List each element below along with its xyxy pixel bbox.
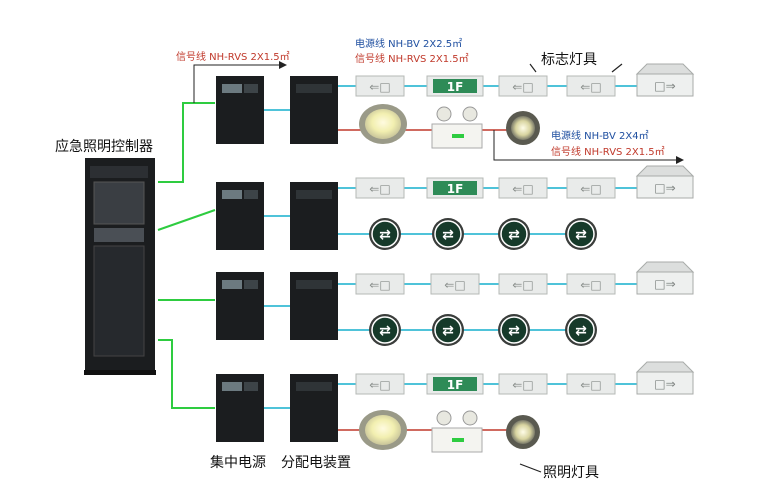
spot-lamp bbox=[506, 415, 540, 449]
signal-lines bbox=[157, 102, 216, 409]
hanging-exit-sign: □⇒ bbox=[635, 361, 695, 395]
distribution-unit bbox=[290, 76, 338, 144]
sign-glyph: ⇐□ bbox=[580, 278, 601, 292]
twin-head-emergency-lamp bbox=[431, 410, 483, 453]
exit-sign-panel: ⇐□ bbox=[566, 273, 616, 295]
arrow-glyph: ⇄ bbox=[575, 227, 587, 243]
sign-glyph: □⇒ bbox=[654, 277, 675, 291]
exit-sign-panel: ⇐□ bbox=[498, 75, 548, 97]
signal-line-row4 bbox=[158, 339, 215, 409]
floor-sign-label: 1F bbox=[447, 80, 464, 94]
central-power-label: 集中电源 bbox=[210, 455, 266, 471]
exit-sign-panel: ⇐□ bbox=[498, 273, 548, 295]
top-signal-cable-label: 信号线 NH-RVS 2X1.5㎡ bbox=[176, 52, 290, 63]
exit-sign-panel: ⇐□ bbox=[566, 75, 616, 97]
sign-glyph: ⇐□ bbox=[512, 378, 533, 392]
hanging-exit-sign: □⇒ bbox=[635, 63, 695, 97]
arrow-glyph: ⇄ bbox=[442, 227, 454, 243]
exit-sign-panel: ⇐□ bbox=[430, 273, 480, 295]
branch-arrow bbox=[493, 130, 684, 164]
arrow-glyph: ⇄ bbox=[575, 323, 587, 339]
controller-cabinet bbox=[84, 158, 156, 375]
sign-glyph: ⇐□ bbox=[512, 182, 533, 196]
exit-sign-panel: ⇐□ bbox=[355, 373, 405, 395]
round-direction-sign: ⇄ bbox=[565, 218, 597, 250]
central-power-unit bbox=[216, 374, 264, 442]
exit-sign-panel: ⇐□ bbox=[498, 177, 548, 199]
round-direction-sign: ⇄ bbox=[432, 314, 464, 346]
distribution-label: 分配电装置 bbox=[281, 455, 351, 471]
hanging-exit-sign: □⇒ bbox=[635, 261, 695, 295]
sign-glyph: ⇐□ bbox=[580, 80, 601, 94]
branch-power-cable-label: 电源线 NH-BV 2X4㎡ bbox=[551, 131, 649, 142]
sign-glyph: □⇒ bbox=[654, 79, 675, 93]
sign-glyph: ⇐□ bbox=[444, 278, 465, 292]
round-direction-sign: ⇄ bbox=[369, 218, 401, 250]
arrow-glyph: ⇄ bbox=[508, 227, 520, 243]
ceiling-lamp bbox=[359, 104, 407, 144]
lamp-fixtures bbox=[359, 104, 540, 453]
hanging-exit-sign: □⇒ bbox=[635, 165, 695, 199]
cabinet-rows bbox=[216, 76, 338, 442]
row1-power-cable-label: 电源线 NH-BV 2X2.5㎡ bbox=[355, 39, 463, 50]
arrow-glyph: ⇄ bbox=[379, 227, 391, 243]
central-power-unit bbox=[216, 272, 264, 340]
spot-lamp bbox=[506, 111, 540, 145]
sign-glyph: ⇐□ bbox=[369, 278, 390, 292]
twin-head-emergency-lamp bbox=[431, 106, 483, 149]
central-power-unit bbox=[216, 76, 264, 144]
floor-sign: 1F bbox=[426, 177, 484, 199]
round-direction-sign: ⇄ bbox=[498, 314, 530, 346]
controller-label: 应急照明控制器 bbox=[55, 139, 153, 155]
arrow-glyph: ⇄ bbox=[442, 323, 454, 339]
sign-glyph: □⇒ bbox=[654, 377, 675, 391]
round-direction-sign: ⇄ bbox=[369, 314, 401, 346]
round-direction-sign: ⇄ bbox=[565, 314, 597, 346]
floor-sign-label: 1F bbox=[447, 378, 464, 392]
floor-sign-label: 1F bbox=[447, 182, 464, 196]
sign-fixtures: ⇐□ 1F ⇐□ ⇐□ □⇒ ⇐□ 1F ⇐□ ⇐□ □⇒ ⇐□ ⇐□ ⇐□ ⇐□ □⇒ ⇐□ 1F ⇐□ ⇐□ □⇒… bbox=[355, 63, 695, 395]
signal-line-row2 bbox=[157, 209, 216, 231]
top-signal-arrow bbox=[193, 61, 287, 103]
distribution-unit bbox=[290, 374, 338, 442]
arrow-glyph: ⇄ bbox=[508, 323, 520, 339]
round-direction-sign: ⇄ bbox=[432, 218, 464, 250]
floor-sign: 1F bbox=[426, 75, 484, 97]
sign-lamps-label: 标志灯具 bbox=[541, 52, 597, 68]
ceiling-lamp bbox=[359, 410, 407, 450]
exit-sign-panel: ⇐□ bbox=[355, 75, 405, 97]
exit-sign-panel: ⇐□ bbox=[566, 373, 616, 395]
sign-glyph: ⇐□ bbox=[580, 182, 601, 196]
arrow-glyph: ⇄ bbox=[379, 323, 391, 339]
sign-glyph: ⇐□ bbox=[369, 80, 390, 94]
lighting-lamps-label: 照明灯具 bbox=[543, 465, 599, 481]
exit-sign-panel: ⇐□ bbox=[355, 273, 405, 295]
distribution-unit bbox=[290, 182, 338, 250]
signal-line-row1 bbox=[158, 102, 215, 183]
label-pointers bbox=[519, 63, 623, 473]
sign-glyph: ⇐□ bbox=[369, 182, 390, 196]
sign-glyph: ⇐□ bbox=[580, 378, 601, 392]
sign-glyph: ⇐□ bbox=[512, 278, 533, 292]
exit-sign-panel: ⇐□ bbox=[355, 177, 405, 199]
sign-glyph: ⇐□ bbox=[369, 378, 390, 392]
branch-signal-cable-label: 信号线 NH-RVS 2X1.5㎡ bbox=[551, 147, 665, 158]
sign-glyph: □⇒ bbox=[654, 181, 675, 195]
central-power-unit bbox=[216, 182, 264, 250]
floor-sign: 1F bbox=[426, 373, 484, 395]
exit-sign-panel: ⇐□ bbox=[498, 373, 548, 395]
exit-sign-panel: ⇐□ bbox=[566, 177, 616, 199]
sign-glyph: ⇐□ bbox=[512, 80, 533, 94]
distribution-unit bbox=[290, 272, 338, 340]
round-direction-sign: ⇄ bbox=[498, 218, 530, 250]
row1-signal-cable-label: 信号线 NH-RVS 2X1.5㎡ bbox=[355, 54, 469, 65]
